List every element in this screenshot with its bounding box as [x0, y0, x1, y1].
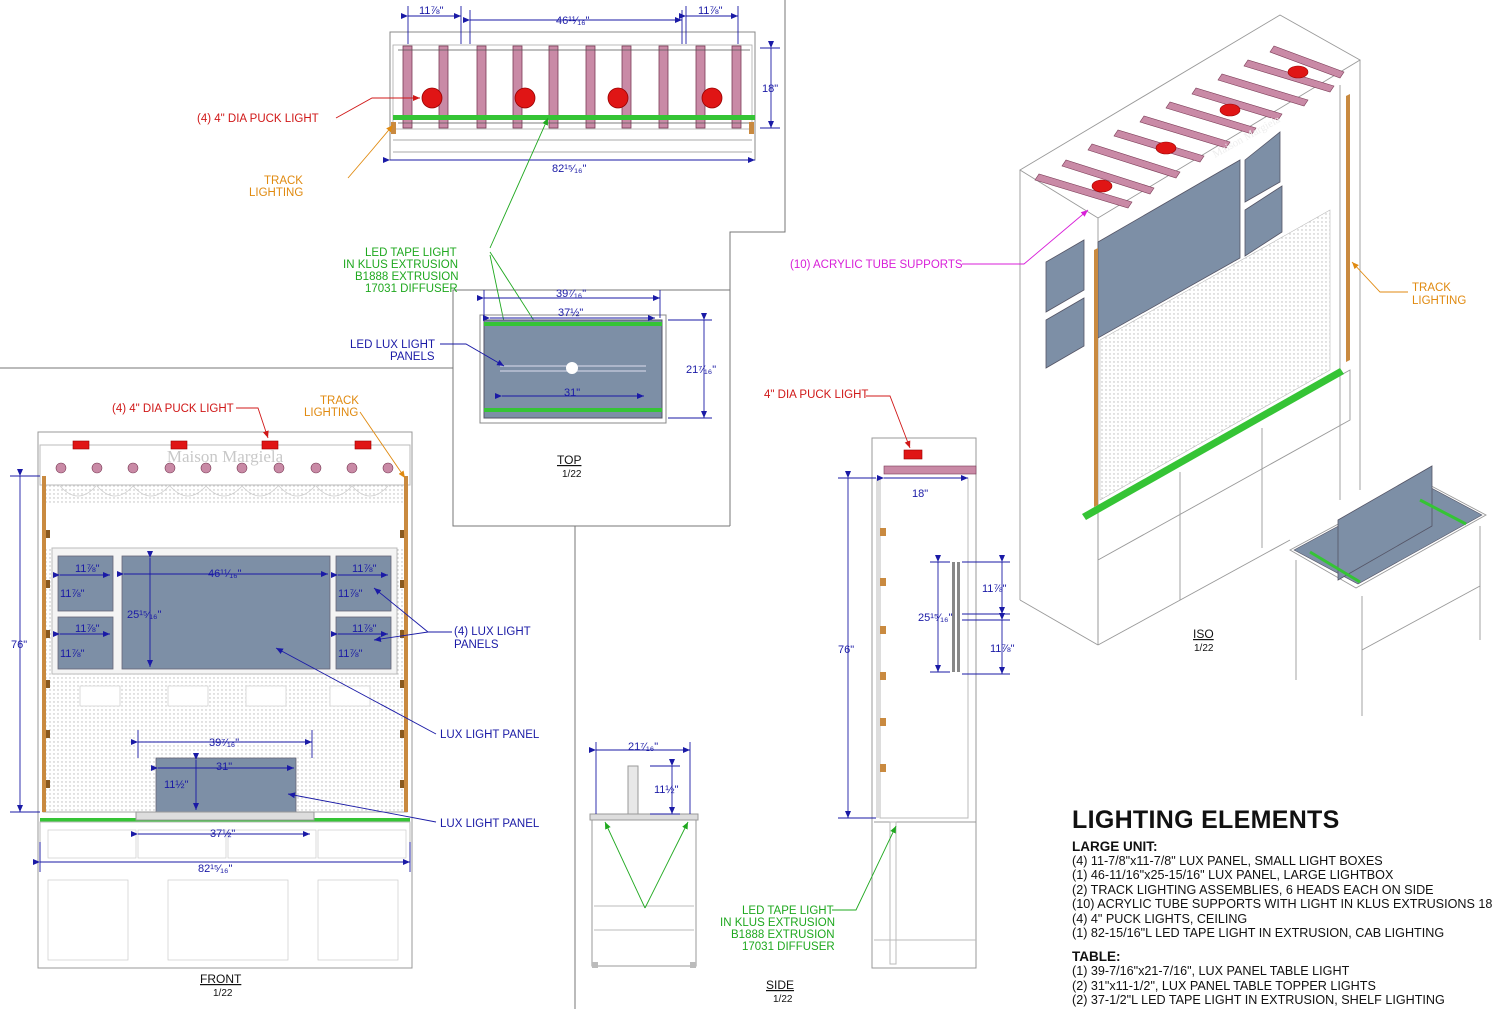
- label-lux-panel-a: LUX LIGHT PANEL: [440, 729, 540, 741]
- dim-top-11b: 11⅞": [698, 5, 723, 17]
- dim-side-18: 18": [912, 488, 928, 500]
- label-puck-top: (4) 4" DIA PUCK LIGHT: [197, 113, 319, 125]
- dim-front-46: 46¹¹⁄₁₆": [208, 568, 242, 580]
- dim-front-76: 76": [11, 639, 27, 651]
- dim-front-11e: 11⅞": [352, 563, 377, 575]
- label-track-top-2: LIGHTING: [249, 187, 303, 199]
- label-led-tape-3: B1888 EXTRUSION: [355, 271, 459, 283]
- notes-large-title: LARGE UNIT:: [1072, 839, 1158, 854]
- dim-table-31: 31": [564, 387, 580, 399]
- unit-side-view: 18" 76" 25¹⁵⁄₁₆" 11⅞" 11⅞" 4" DIA PUCK L…: [720, 389, 1015, 969]
- dim-top-46: 46¹¹⁄₁₆": [556, 15, 590, 27]
- iso-led-tape: [1082, 368, 1344, 520]
- dim-side-76: 76": [838, 644, 854, 656]
- label-puck-side: 4" DIA PUCK LIGHT: [764, 389, 868, 401]
- label-lux4-2: PANELS: [454, 639, 499, 651]
- iso-acrylic-tubes: [1034, 45, 1345, 209]
- label-lux-panel-b: LUX LIGHT PANEL: [440, 818, 540, 830]
- dim-side-11half: 11½": [654, 784, 679, 796]
- dim-front-11d: 11⅞": [60, 648, 85, 660]
- label-led-tape-4: 17031 DIFFUSER: [365, 283, 458, 295]
- notes-table-title: TABLE:: [1072, 949, 1121, 965]
- table-side-view: 21⁷⁄₁₆" 11½" SIDE 1/22: [589, 741, 794, 1005]
- label-led-side-2: IN KLUS EXTRUSION: [720, 917, 835, 929]
- iso-view: Maison Margiela (10) ACRYLIC TUBE SUPPOR…: [790, 14, 1487, 716]
- label-led-side-3: B1888 EXTRUSION: [731, 929, 835, 941]
- label-lux-panels-1: LED LUX LIGHT: [350, 339, 435, 351]
- notes-table-item: (2) 37-1/2"L LED TAPE LIGHT IN EXTRUSION…: [1072, 993, 1445, 1008]
- view-title-iso: ISO: [1193, 627, 1214, 641]
- label-lux4-1: (4) LUX LIGHT: [454, 626, 531, 638]
- front-view: Maison Margiela: [10, 395, 540, 999]
- dim-top-11a: 11⅞": [419, 5, 444, 17]
- dim-front-11g: 11⅞": [352, 623, 377, 635]
- label-acrylic: (10) ACRYLIC TUBE SUPPORTS: [790, 259, 963, 271]
- dim-front-11half: 11½": [164, 779, 189, 791]
- acrylic-tubes-top: [402, 45, 742, 129]
- notes-large-item: (2) TRACK LIGHTING ASSEMBLIES, 6 HEADS E…: [1072, 882, 1434, 897]
- notes-heading: LIGHTING ELEMENTS: [1072, 806, 1340, 834]
- label-puck-front: (4) 4" DIA PUCK LIGHT: [112, 403, 234, 415]
- dim-top-82: 82¹⁵⁄₁₆": [552, 163, 586, 175]
- dim-front-11a: 11⅞": [75, 563, 100, 575]
- table-top-view: 39⁷⁄₁₆" 37½" 21⁷⁄₁₆" 31" LED LUX LIGHT P…: [350, 288, 716, 424]
- dim-table-37: 37½": [558, 307, 583, 319]
- view-scale-front: 1/22: [213, 988, 233, 999]
- view-title-side: SIDE: [766, 978, 794, 992]
- label-lux-panels-2: PANELS: [390, 351, 435, 363]
- dim-front-11c: 11⅞": [75, 623, 100, 635]
- dim-side-11b: 11⅞": [990, 643, 1015, 655]
- top-view: 11⅞" 46¹¹⁄₁₆" 11⅞" 18" 82¹⁵⁄₁₆" (4) 4" D…: [197, 5, 780, 480]
- lighting-elements-notes: LIGHTING ELEMENTS LARGE UNIT: (4) 11-7/8…: [1072, 806, 1500, 1008]
- notes-table-item: (1) 39-7/16"x21-7/16", LUX PANEL TABLE L…: [1072, 964, 1350, 979]
- view-scale-iso: 1/22: [1194, 643, 1214, 654]
- dim-table-39: 39⁷⁄₁₆": [556, 288, 586, 300]
- dim-front-25: 25¹⁵⁄₁₆": [127, 609, 161, 621]
- dim-front-11b: 11⅞": [60, 588, 85, 600]
- dim-front-37: 37½": [210, 828, 235, 840]
- led-tape-callout: LED TAPE LIGHT IN KLUS EXTRUSION B1888 E…: [343, 117, 549, 409]
- notes-large-item: (1) 46-11/16"x25-15/16" LUX PANEL, LARGE…: [1072, 868, 1394, 883]
- brand-watermark: Maison Margiela: [167, 447, 284, 466]
- view-divider-lines: [0, 0, 786, 1009]
- view-scale-side: 1/22: [773, 994, 793, 1005]
- notes-large-item: (4) 11-7/8"x11-7/8" LUX PANEL, SMALL LIG…: [1072, 854, 1383, 868]
- dim-side-25: 25¹⁵⁄₁₆": [918, 612, 952, 624]
- label-track-top-1: TRACK: [264, 175, 303, 187]
- notes-large-item: (4) 4" PUCK LIGHTS, CEILING: [1072, 911, 1248, 926]
- label-led-side-1: LED TAPE LIGHT: [742, 905, 834, 917]
- label-led-tape-1: LED TAPE LIGHT: [365, 247, 457, 259]
- dim-front-11f: 11⅞": [338, 588, 363, 600]
- dim-front-11h: 11⅞": [338, 648, 363, 660]
- led-tape-top: [393, 115, 755, 120]
- dim-side-11a: 11⅞": [982, 583, 1007, 595]
- label-led-side-4: 17031 DIFFUSER: [742, 941, 835, 953]
- dim-front-82: 82¹⁵⁄₁₆": [198, 863, 232, 875]
- puck-lights-top: [421, 87, 723, 109]
- label-led-tape-2: IN KLUS EXTRUSION: [343, 259, 458, 271]
- view-scale-top: 1/22: [562, 469, 582, 480]
- dim-top-18: 18": [762, 83, 778, 95]
- dim-table-21: 21⁷⁄₁₆": [686, 364, 716, 376]
- label-track-front-1: TRACK: [320, 395, 359, 407]
- notes-large-item: (1) 82-15/16"L LED TAPE LIGHT IN EXTRUSI…: [1072, 926, 1445, 941]
- view-title-top: TOP: [557, 453, 581, 467]
- iso-puck-lights: [1091, 65, 1309, 193]
- front-tube-ends: [55, 462, 394, 474]
- label-track-front-2: LIGHTING: [304, 407, 358, 419]
- notes-large-item: (10) ACRYLIC TUBE SUPPORTS WITH LIGHT IN…: [1072, 897, 1493, 912]
- front-ceiling-pucks: [72, 440, 372, 450]
- dim-front-31: 31": [216, 761, 232, 773]
- view-title-front: FRONT: [200, 972, 242, 986]
- label-track-iso-2: LIGHTING: [1412, 295, 1466, 307]
- notes-table-item: (2) 31"x11-1/2", LUX PANEL TABLE TOPPER …: [1072, 978, 1376, 993]
- dim-side-21: 21⁷⁄₁₆": [628, 741, 658, 753]
- dim-front-39: 39⁷⁄₁₆": [209, 737, 239, 749]
- label-track-iso-1: TRACK: [1412, 282, 1451, 294]
